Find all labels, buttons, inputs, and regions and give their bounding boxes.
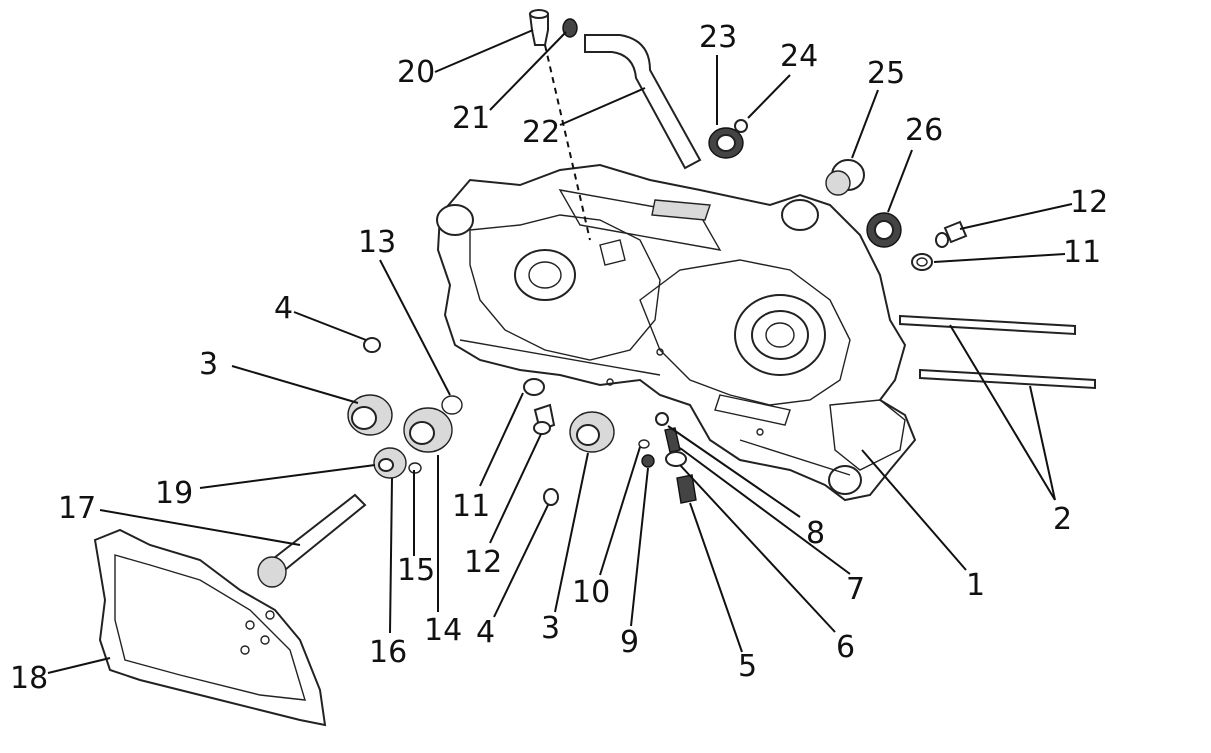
callout-18: 18 — [10, 661, 48, 696]
oil-seal-upper — [708, 127, 744, 159]
leader-lines — [47, 29, 1073, 674]
callout-1: 1 — [966, 568, 985, 603]
callout-3-left: 3 — [199, 347, 218, 382]
callout-22: 22 — [522, 115, 560, 150]
callout-20: 20 — [397, 55, 435, 90]
bearing-center — [569, 411, 615, 453]
elbow-fitting — [528, 9, 549, 46]
bearing-upper-right — [825, 159, 865, 196]
callout-4-left: 4 — [274, 291, 293, 326]
small-washer-upper — [734, 119, 748, 133]
dowel-pin-center — [543, 488, 559, 506]
callout-26: 26 — [905, 113, 943, 148]
callout-21: 21 — [452, 101, 490, 136]
callout-2: 2 — [1053, 502, 1072, 537]
callout-19: 19 — [155, 476, 193, 511]
oil-seal-right — [866, 212, 902, 248]
callout-14: 14 — [424, 613, 462, 648]
callout-13: 13 — [358, 225, 396, 260]
callout-6: 6 — [836, 630, 855, 665]
callout-17: 17 — [58, 491, 96, 526]
drive-shaft — [257, 493, 367, 588]
callout-15: 15 — [397, 553, 435, 588]
stud-bolt-lower — [919, 368, 1096, 390]
sealing-washer-center — [523, 378, 545, 396]
circlip — [441, 395, 463, 415]
callout-4-center: 4 — [476, 615, 495, 650]
callout-9: 9 — [620, 625, 639, 660]
callout-24: 24 — [780, 39, 818, 74]
drain-plug-right — [935, 220, 968, 248]
washer-center — [665, 451, 687, 467]
sealing-washer-right — [911, 253, 933, 271]
cover-gasket — [93, 528, 327, 727]
callout-7: 7 — [846, 572, 865, 607]
callout-12-right: 12 — [1070, 185, 1108, 220]
bearing-left-inner — [403, 407, 453, 453]
callout-labels: 20 21 22 23 24 25 26 12 11 13 4 3 19 17 … — [10, 20, 1108, 696]
stud-bolt-upper — [899, 314, 1076, 336]
drain-plug-center — [533, 403, 556, 435]
callout-23: 23 — [699, 20, 737, 55]
callout-10: 10 — [572, 575, 610, 610]
crankcase-housing — [436, 163, 917, 502]
breather-hose — [584, 34, 702, 170]
small-bolt-center — [641, 454, 655, 468]
callout-11-right: 11 — [1063, 235, 1101, 270]
callout-3-center: 3 — [541, 611, 560, 646]
callout-12-center: 12 — [464, 545, 502, 580]
bearing-left-outer — [347, 394, 393, 436]
callout-8: 8 — [806, 516, 825, 551]
small-bearing — [373, 447, 407, 479]
plug-bolt-center — [676, 474, 697, 504]
dowel-pin-left — [363, 337, 381, 353]
callout-5: 5 — [738, 649, 757, 684]
callout-16: 16 — [369, 635, 407, 670]
small-washer-center — [638, 439, 650, 449]
callout-25: 25 — [867, 56, 905, 91]
callout-11-center: 11 — [452, 489, 490, 524]
steel-ball — [655, 412, 669, 426]
